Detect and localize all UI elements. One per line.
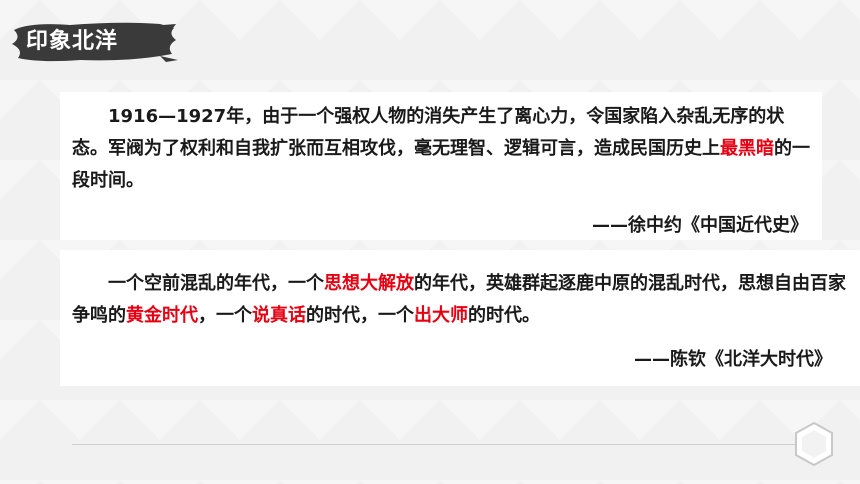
quote-2-citation: ——陈钦《北洋大时代》 <box>634 349 832 370</box>
quote-1-text: 1916—1927年，由于一个强权人物的消失产生了离心力，令国家陷入杂乱无序的状… <box>72 106 810 191</box>
highlight-truth: 说真话 <box>252 305 306 326</box>
page-title: 印象北洋 <box>26 29 119 54</box>
highlight-masters: 出大师 <box>414 305 468 326</box>
quote-1-citation: ——徐中约《中国近代史》 <box>592 215 808 236</box>
highlight-darkest: 最黑暗 <box>720 138 774 159</box>
title-brush-stroke <box>10 20 178 64</box>
quote-panel-1 <box>60 92 822 240</box>
hexagon-icon <box>792 420 836 472</box>
highlight-golden-age: 黄金时代 <box>126 305 198 326</box>
footer-divider <box>72 444 798 445</box>
highlight-liberation: 思想大解放 <box>324 273 414 294</box>
quote-2-text: 一个空前混乱的年代，一个思想大解放的年代，英雄群起逐鹿中原的混乱时代，思想自由百… <box>72 273 846 326</box>
quote-panel-2 <box>60 250 860 386</box>
